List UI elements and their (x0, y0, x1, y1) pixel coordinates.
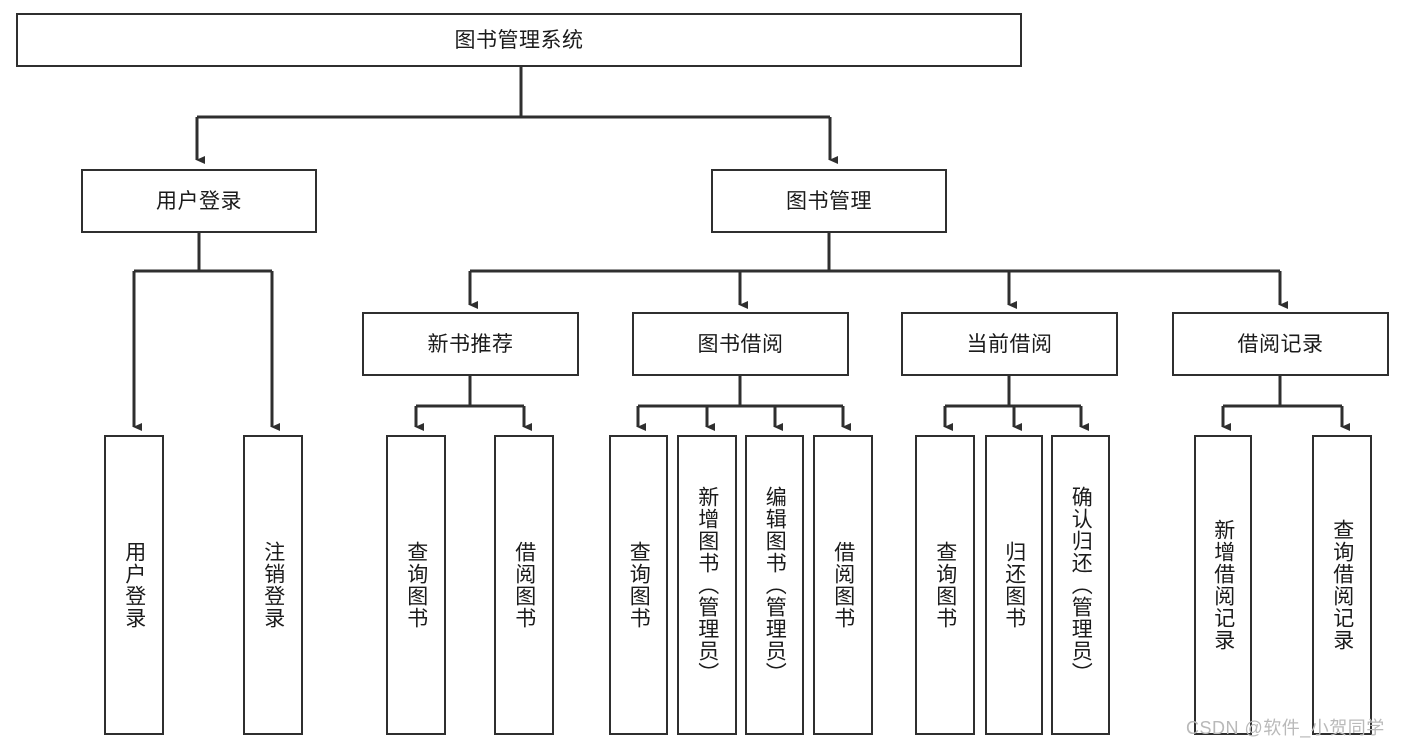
node-current-borrow[interactable]: 当前借阅 (901, 312, 1118, 376)
node-root-system-label: 图书管理系统 (454, 28, 584, 52)
node-leaf-user-login[interactable]: 用户登录 (104, 435, 164, 735)
node-leaf-add-borrow-record[interactable]: 新增借阅记录 (1194, 435, 1252, 735)
node-leaf-edit-book-admin-label: 编辑图书（管理员） (763, 486, 787, 684)
node-leaf-confirm-return-admin-label: 确认归还（管理员） (1069, 486, 1093, 684)
node-leaf-borrow-book-1[interactable]: 借阅图书 (494, 435, 554, 735)
node-leaf-edit-book-admin[interactable]: 编辑图书（管理员） (745, 435, 804, 735)
node-leaf-return-book[interactable]: 归还图书 (985, 435, 1043, 735)
node-leaf-logout-login-label: 注销登录 (261, 541, 285, 629)
node-leaf-query-borrow-record-label: 查询借阅记录 (1330, 519, 1354, 651)
node-leaf-borrow-book-2[interactable]: 借阅图书 (813, 435, 873, 735)
node-user-login[interactable]: 用户登录 (81, 169, 317, 233)
node-leaf-add-borrow-record-label: 新增借阅记录 (1211, 519, 1235, 651)
node-book-borrow[interactable]: 图书借阅 (632, 312, 849, 376)
node-user-login-label: 用户登录 (156, 189, 242, 213)
node-new-book-recommend[interactable]: 新书推荐 (362, 312, 579, 376)
node-leaf-add-book-admin[interactable]: 新增图书（管理员） (677, 435, 737, 735)
node-leaf-logout-login[interactable]: 注销登录 (243, 435, 303, 735)
node-root-system[interactable]: 图书管理系统 (16, 13, 1022, 67)
node-leaf-query-book-3-label: 查询图书 (933, 541, 957, 629)
node-book-management-label: 图书管理 (786, 189, 872, 213)
node-leaf-query-book-2-label: 查询图书 (627, 541, 651, 629)
node-leaf-query-book-1-label: 查询图书 (404, 541, 428, 629)
node-leaf-borrow-book-1-label: 借阅图书 (512, 541, 536, 629)
node-leaf-query-borrow-record[interactable]: 查询借阅记录 (1312, 435, 1372, 735)
node-new-book-recommend-label: 新书推荐 (427, 332, 514, 356)
node-leaf-query-book-3[interactable]: 查询图书 (915, 435, 975, 735)
node-leaf-query-book-2[interactable]: 查询图书 (609, 435, 668, 735)
node-borrow-record[interactable]: 借阅记录 (1172, 312, 1389, 376)
node-book-borrow-label: 图书借阅 (697, 332, 784, 356)
node-borrow-record-label: 借阅记录 (1237, 332, 1324, 356)
node-current-borrow-label: 当前借阅 (966, 332, 1053, 356)
csdn-watermark: CSDN @软件_小贺同学 (1186, 718, 1385, 738)
node-leaf-confirm-return-admin[interactable]: 确认归还（管理员） (1051, 435, 1110, 735)
node-leaf-user-login-label: 用户登录 (122, 541, 146, 629)
node-leaf-query-book-1[interactable]: 查询图书 (386, 435, 446, 735)
node-leaf-add-book-admin-label: 新增图书（管理员） (695, 486, 719, 684)
node-leaf-borrow-book-2-label: 借阅图书 (831, 541, 855, 629)
node-leaf-return-book-label: 归还图书 (1002, 541, 1026, 629)
node-book-management[interactable]: 图书管理 (711, 169, 947, 233)
